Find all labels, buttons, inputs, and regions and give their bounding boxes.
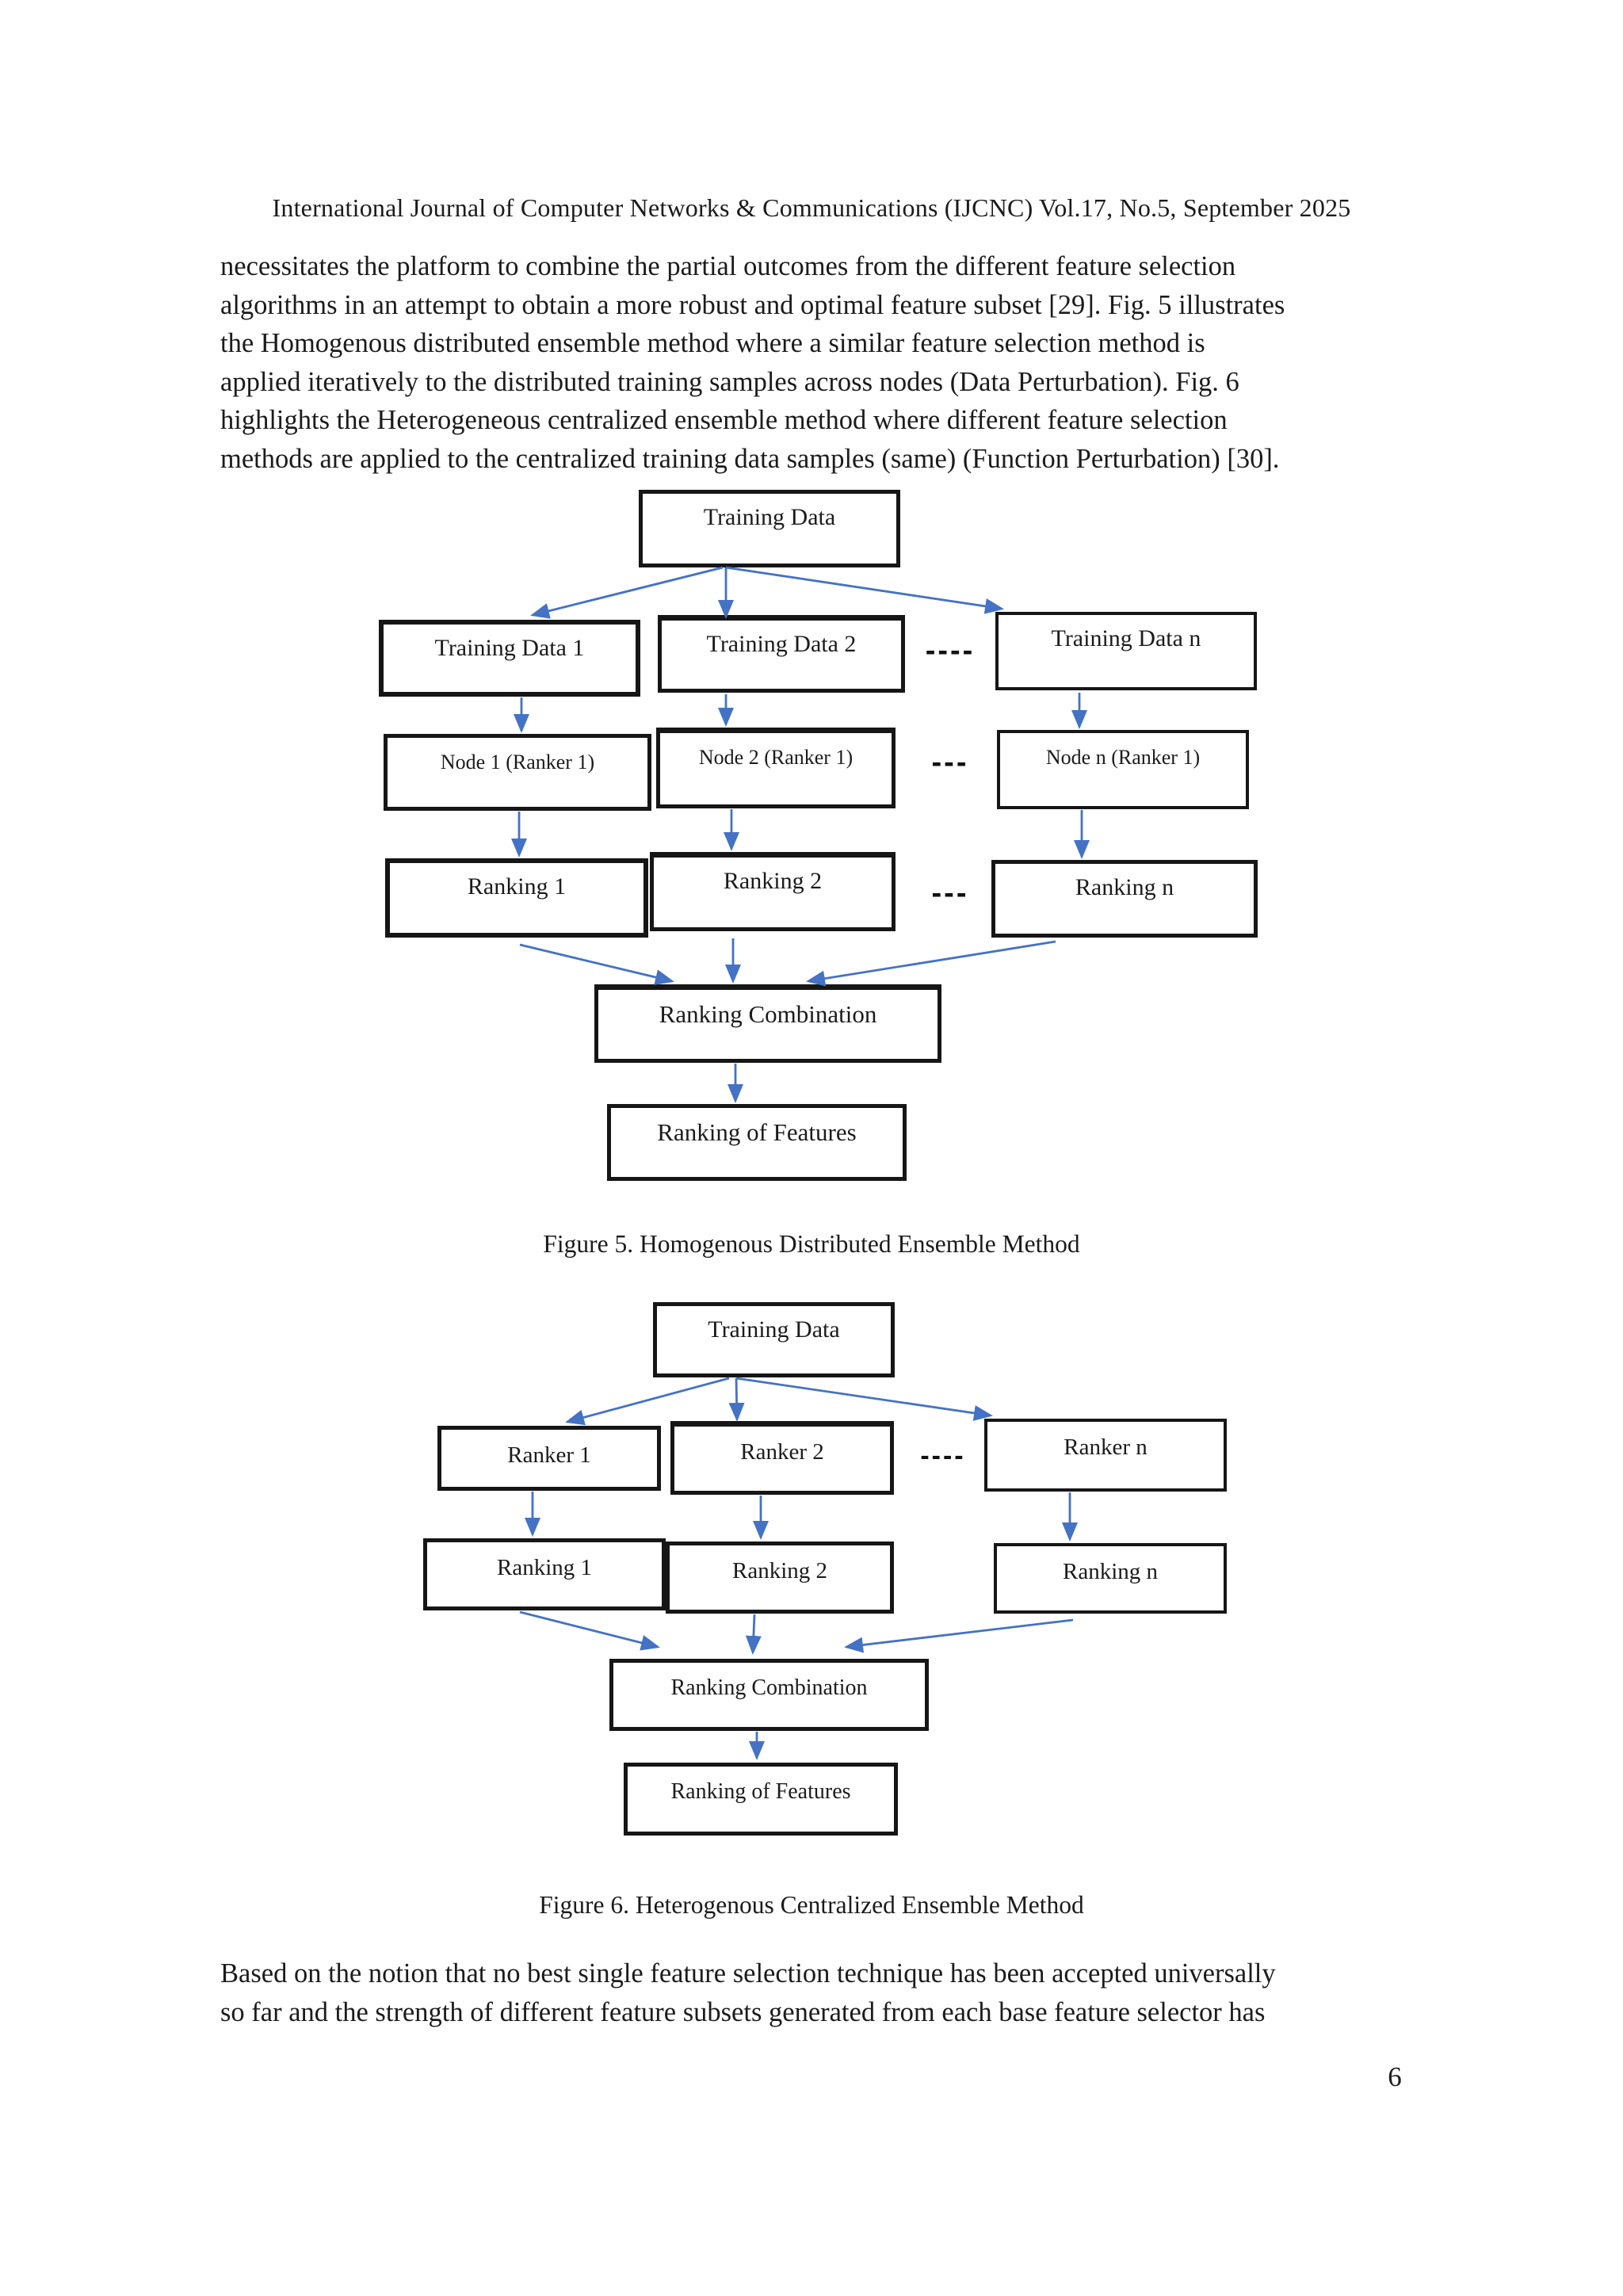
fig5-box-node-1: Node 1 (Ranker 1) <box>384 734 651 811</box>
paragraph-1-line: highlights the Heterogeneous centralized… <box>220 405 1228 436</box>
fig5-box-ranking-of-features: Ranking of Features <box>607 1104 907 1181</box>
fig6-ellipsis-row1: ---- <box>920 1441 966 1471</box>
fig5-box-ranking-2: Ranking 2 <box>650 852 896 931</box>
fig6-box-ranking-combination: Ranking Combination <box>609 1659 929 1731</box>
arrow <box>519 1610 660 1651</box>
arrow <box>844 1618 1074 1653</box>
arrow <box>530 566 724 619</box>
fig6-box-ranker-1: Ranker 1 <box>437 1426 661 1491</box>
paragraph-1-line: the Homogenous distributed ensemble meth… <box>220 328 1205 359</box>
journal-header: International Journal of Computer Networ… <box>272 193 1351 222</box>
fig5-box-ranking-combination: Ranking Combination <box>594 984 941 1063</box>
paragraph-1-line: methods are applied to the centralized t… <box>220 443 1280 474</box>
arrow <box>519 943 674 985</box>
arrow <box>735 1377 993 1421</box>
fig5-box-node-n: Node n (Ranker 1) <box>997 730 1249 809</box>
arrow <box>728 1377 745 1422</box>
arrow <box>745 1614 762 1655</box>
fig6-box-ranker-n: Ranker n <box>984 1419 1227 1492</box>
fig5-box-training-data-1: Training Data 1 <box>379 620 640 697</box>
paragraph-1-line: applied iteratively to the distributed t… <box>220 366 1239 397</box>
paragraph-1: necessitates the platform to combine the… <box>220 247 1407 479</box>
paragraph-1-line: algorithms in an attempt to obtain a mor… <box>220 289 1285 320</box>
arrow <box>806 940 1056 987</box>
paragraph-2-line: Based on the notion that no best single … <box>220 1958 1276 1988</box>
fig5-box-ranking-n: Ranking n <box>991 860 1258 938</box>
fig6-box-ranking-2: Ranking 2 <box>666 1541 894 1614</box>
fig5-ellipsis-row3: --- <box>931 877 969 910</box>
page-number: 6 <box>1388 2061 1402 2092</box>
fig6-box-ranking-1: Ranking 1 <box>423 1538 666 1610</box>
fig5-ellipsis-row1: ---- <box>925 634 976 667</box>
arrow <box>725 566 1004 614</box>
fig5-box-training-data-2: Training Data 2 <box>658 615 905 693</box>
paragraph-2: Based on the notion that no best single … <box>220 1954 1407 2031</box>
fig5-box-node-2: Node 2 (Ranker 1) <box>656 728 896 808</box>
fig5-caption: Figure 5. Homogenous Distributed Ensembl… <box>543 1230 1080 1258</box>
paragraph-1-line: necessitates the platform to combine the… <box>220 251 1236 281</box>
fig5-box-training-data: Training Data <box>639 490 900 567</box>
fig6-box-ranking-n: Ranking n <box>994 1543 1227 1614</box>
fig5-box-training-data-n: Training Data n <box>995 612 1257 690</box>
paragraph-2-line: so far and the strength of different fea… <box>220 1996 1266 2027</box>
arrow <box>565 1377 730 1426</box>
fig6-box-ranking-of-features: Ranking of Features <box>624 1763 898 1836</box>
fig5-ellipsis-row2: --- <box>931 746 969 779</box>
fig5-box-ranking-1: Ranking 1 <box>385 858 648 938</box>
fig6-box-training-data: Training Data <box>653 1302 895 1377</box>
fig6-box-ranker-2: Ranker 2 <box>670 1421 894 1495</box>
fig6-caption: Figure 6. Heterogenous Centralized Ensem… <box>539 1891 1084 1919</box>
